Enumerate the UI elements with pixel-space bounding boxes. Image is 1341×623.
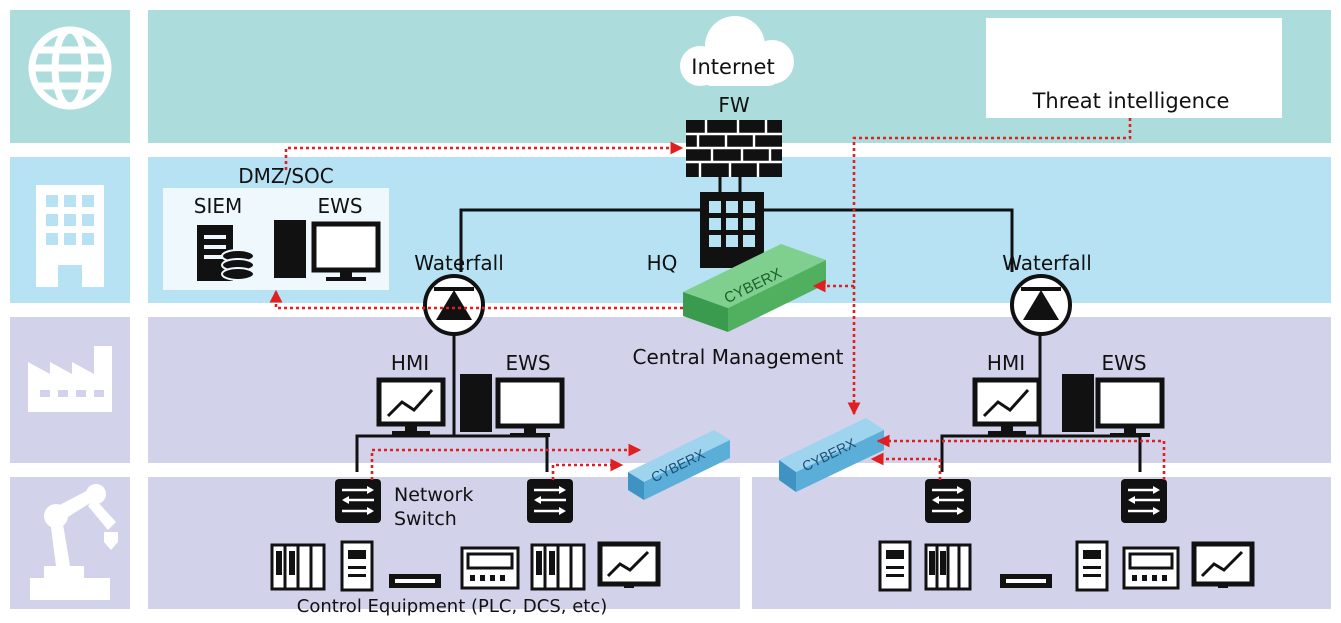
threat-intelligence-label: Threat intelligence [1032, 89, 1230, 113]
switch-left-2-to-sensor-flow [551, 458, 624, 480]
siem-server-icon [197, 225, 255, 281]
threat-intelligence-panel [986, 18, 1282, 118]
network-switch-label-line1: Network [394, 484, 474, 506]
controller-unit-right-1-icon [878, 540, 912, 592]
central-management-sensor: CYBERX [683, 244, 826, 332]
factory-icon [28, 346, 112, 412]
switch-right-2-to-sensor-flow [876, 434, 1166, 480]
control-panel-right-icon [1122, 546, 1180, 590]
waterfall-diode-right-icon [1010, 274, 1072, 336]
waterfall-right-label: Waterfall [1002, 251, 1092, 275]
switch-right-1-to-sensor-flow [870, 452, 942, 480]
plant-right-ews-icon [1062, 374, 1165, 437]
plant-left-hmi-icon [376, 377, 446, 435]
soc-ews-label: EWS [317, 194, 363, 218]
controller-unit-right-2-icon [1075, 540, 1109, 592]
dmz-soc-label: DMZ/SOC [238, 164, 334, 188]
switch-left-1-icon [335, 479, 381, 523]
internet-label: Internet [691, 55, 775, 79]
io-module-right-icon [1000, 574, 1052, 588]
switch-right-2-icon [1121, 479, 1167, 523]
plc-rack-2-icon [530, 543, 586, 591]
field-hmi-icon [597, 541, 661, 588]
office-building-icon [36, 185, 104, 287]
network-switch-icons [335, 479, 1167, 523]
internet-cloud-icon [680, 16, 794, 86]
plant-right-hmi-icon [972, 377, 1042, 435]
firewall-label: FW [718, 93, 750, 117]
soc-ews-workstation-icon [274, 220, 381, 281]
hq-label: HQ [646, 251, 678, 275]
field-hmi-right-icon [1191, 541, 1255, 588]
waterfall-diode-left-icon [423, 274, 485, 336]
plant-left-ews-label: EWS [505, 351, 551, 375]
control-equipment-right [878, 540, 1255, 592]
globe-icon [28, 26, 112, 110]
control-equipment-left [270, 540, 661, 592]
plant-left-hmi-label: HMI [390, 351, 430, 375]
robot-arm-icon [30, 484, 118, 600]
siem-label: SIEM [193, 194, 243, 218]
data-flow-arrows [269, 118, 1166, 480]
io-module-icon [389, 574, 441, 588]
plant-left-ews-icon [460, 374, 565, 437]
control-panel-icon [460, 546, 520, 590]
plc-rack-icon [270, 543, 326, 591]
central-management-label: Central Management [632, 345, 844, 369]
hq-building-icon [700, 192, 764, 268]
plc-rack-right-icon [924, 543, 972, 591]
network-switch-label-line2: Switch [394, 508, 457, 530]
control-equipment-label: Control Equipment (PLC, DCS, etc) [296, 596, 608, 617]
plant-right-hmi-label: HMI [986, 351, 1026, 375]
firewall-icon [686, 120, 782, 192]
threat-intel-flow [847, 118, 1132, 416]
waterfall-left-label: Waterfall [414, 251, 504, 275]
plant-right-ews-label: EWS [1101, 351, 1147, 375]
switch-left-2-icon [527, 479, 573, 523]
switch-right-1-icon [925, 479, 971, 523]
controller-unit-icon [340, 540, 374, 592]
switch-left-1-to-sensor-flow [370, 443, 642, 480]
soc-to-firewall-flow [284, 141, 684, 170]
